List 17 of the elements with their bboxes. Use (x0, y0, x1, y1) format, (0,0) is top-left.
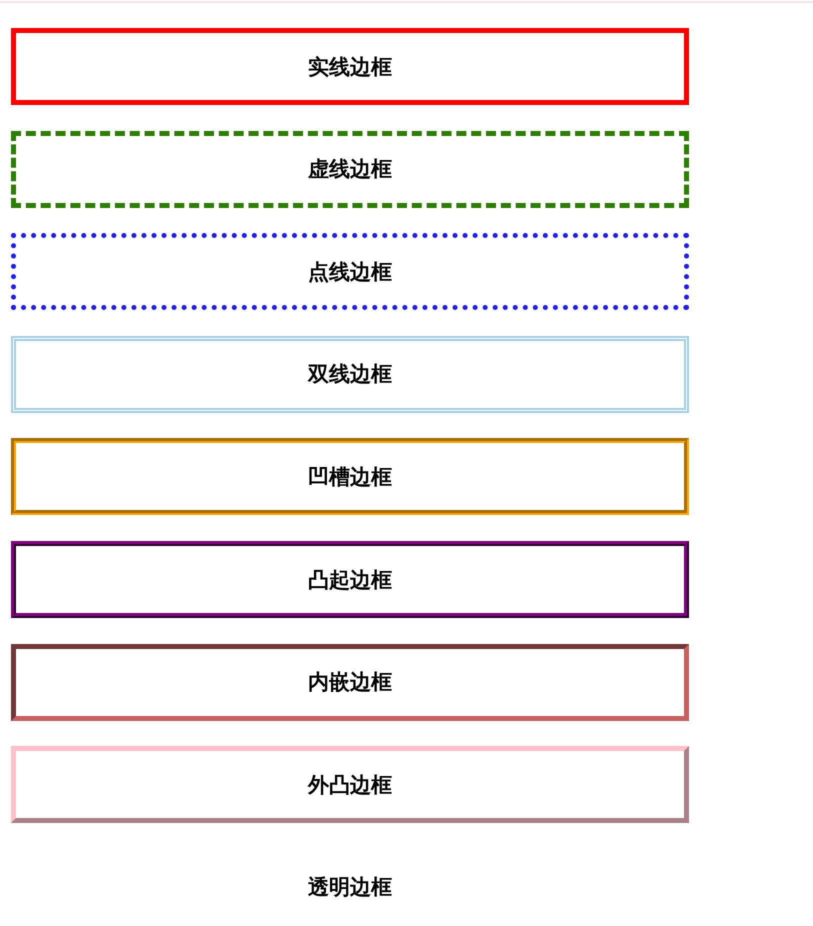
box-label: 凸起边框 (308, 566, 392, 594)
box-label: 虚线边框 (308, 156, 392, 184)
box-label: 实线边框 (308, 54, 392, 80)
groove-bordered-box (11, 438, 689, 516)
box-label: 凹槽边框 (308, 464, 392, 491)
box-label: 透明边框 (308, 874, 392, 902)
box-label: 内嵌边框 (308, 669, 392, 696)
box-label: 双线边框 (308, 361, 392, 388)
box-label: 点线边框 (308, 258, 392, 286)
dotted-bordered-box (11, 233, 689, 310)
dashed-bordered-box (11, 130, 689, 208)
solid-bordered-box (11, 28, 689, 105)
double-bordered-box (11, 336, 689, 413)
outset-bordered-box (11, 746, 689, 824)
ridge-bordered-box (11, 541, 689, 618)
box-label: 外凸边框 (308, 772, 392, 799)
inset-bordered-box (11, 644, 689, 721)
